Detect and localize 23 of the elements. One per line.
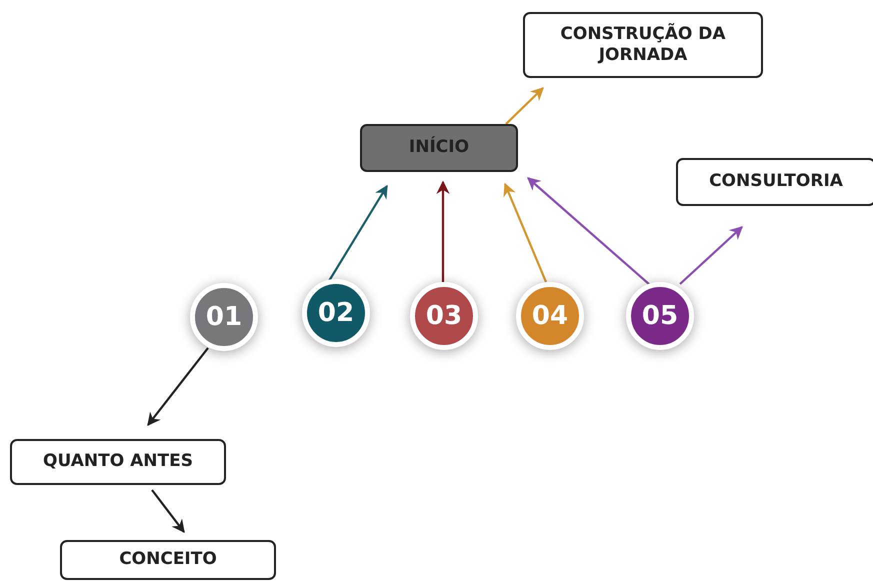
box-label: CONSTRUÇÃO DA JORNADA — [559, 24, 727, 66]
arrow — [151, 489, 185, 534]
start-box — [360, 124, 518, 172]
process-box — [523, 12, 763, 78]
arrow — [505, 87, 544, 125]
step-number: 02 — [318, 298, 354, 328]
process-box — [60, 540, 276, 580]
arrow — [436, 180, 450, 282]
box-label: INÍCIO — [408, 137, 470, 159]
process-box — [676, 158, 873, 206]
arrow — [328, 184, 388, 282]
arrow — [527, 177, 651, 286]
box-label: QUANTO ANTES — [43, 451, 193, 473]
process-box — [10, 439, 226, 485]
step-number: 04 — [532, 301, 568, 331]
arrow — [679, 226, 743, 285]
step-number: 01 — [206, 302, 242, 332]
arrow — [147, 347, 209, 426]
arrow — [504, 182, 548, 282]
step-number: 03 — [426, 301, 462, 331]
box-label: CONSULTORIA — [709, 171, 843, 193]
box-label: CONCEITO — [119, 549, 217, 571]
step-number: 05 — [642, 301, 678, 331]
